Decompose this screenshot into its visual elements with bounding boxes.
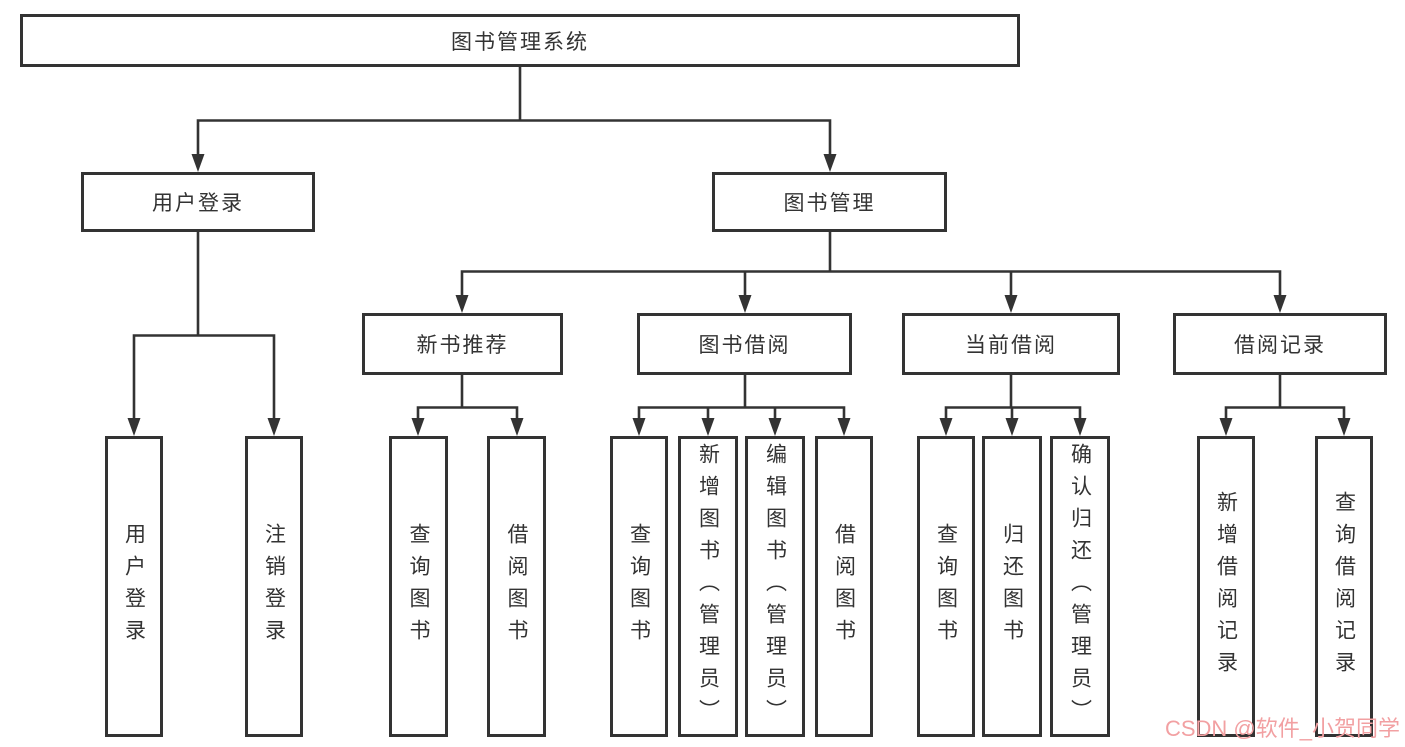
node-leaf-cb-query: 查询图书	[917, 436, 975, 737]
node-new-book-rec-label: 新书推荐	[416, 334, 509, 357]
node-user-login: 用户登录	[81, 172, 315, 232]
connector-root-to-level2	[191, 66, 837, 172]
node-leaf-br-query: 查询借阅记录	[1315, 436, 1373, 737]
node-leaf-bb-query-label: 查询图书	[627, 522, 651, 651]
node-leaf-bb-add: 新增图书（管理员）	[678, 436, 738, 737]
node-leaf-cb-confirm: 确认归还（管理员）	[1050, 436, 1110, 737]
node-leaf-bb-edit-label: 编辑图书（管理员）	[763, 442, 787, 731]
node-current-borrow-label: 当前借阅	[965, 334, 1057, 357]
node-leaf-cb-return-label: 归还图书	[1000, 522, 1024, 651]
node-leaf-cb-query-label: 查询图书	[934, 522, 958, 651]
node-leaf-bb-borrow: 借阅图书	[815, 436, 873, 737]
node-book-mgmt-label: 图书管理	[783, 192, 876, 215]
node-leaf-nbr-borrow: 借阅图书	[487, 436, 546, 737]
node-book-borrow-label: 图书借阅	[698, 334, 791, 357]
node-book-borrow: 图书借阅	[637, 313, 852, 375]
node-leaf-logout-label: 注销登录	[262, 522, 286, 651]
node-leaf-bb-borrow-label: 借阅图书	[832, 522, 856, 651]
node-borrow-records-label: 借阅记录	[1234, 334, 1326, 357]
node-leaf-br-add-label: 新增借阅记录	[1214, 490, 1238, 683]
node-leaf-user-login-label: 用户登录	[122, 522, 146, 651]
node-leaf-bb-query: 查询图书	[610, 436, 668, 737]
connector-current-borrow-to-leaves	[939, 374, 1087, 436]
node-borrow-records: 借阅记录	[1173, 313, 1387, 375]
node-leaf-cb-return: 归还图书	[982, 436, 1042, 737]
node-leaf-bb-edit: 编辑图书（管理员）	[745, 436, 805, 737]
node-new-book-rec: 新书推荐	[362, 313, 563, 375]
node-leaf-br-query-label: 查询借阅记录	[1332, 490, 1356, 683]
node-root-label: 图书管理系统	[451, 30, 589, 54]
node-root: 图书管理系统	[20, 14, 1020, 67]
node-leaf-bb-add-label: 新增图书（管理员）	[696, 442, 720, 731]
node-book-mgmt: 图书管理	[712, 172, 947, 232]
connector-borrow-records-to-leaves	[1219, 374, 1351, 436]
node-user-login-label: 用户登录	[152, 192, 244, 215]
node-leaf-nbr-query-label: 查询图书	[407, 522, 430, 651]
node-leaf-logout: 注销登录	[245, 436, 303, 737]
node-leaf-cb-confirm-label: 确认归还（管理员）	[1068, 442, 1092, 731]
node-leaf-br-add: 新增借阅记录	[1197, 436, 1255, 737]
node-leaf-user-login: 用户登录	[105, 436, 163, 737]
node-leaf-nbr-borrow-label: 借阅图书	[505, 522, 528, 651]
node-current-borrow: 当前借阅	[902, 313, 1120, 375]
node-leaf-nbr-query: 查询图书	[389, 436, 448, 737]
connector-book-mgmt-to-level3	[455, 231, 1287, 313]
connector-user-login-to-leaves	[127, 231, 281, 436]
connector-book-borrow-to-leaves	[632, 374, 851, 436]
connector-new-book-rec-to-leaves	[411, 374, 524, 436]
